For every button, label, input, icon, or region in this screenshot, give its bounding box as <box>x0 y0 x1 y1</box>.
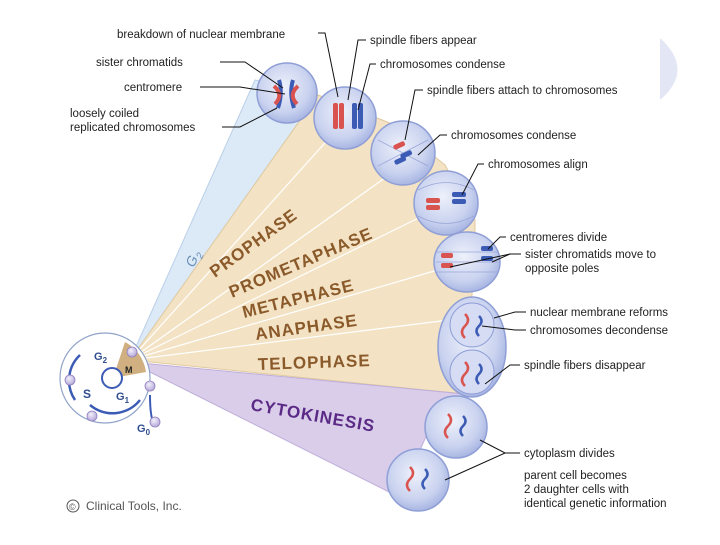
label-spindle-fibers-disappear: spindle fibers disappear <box>524 360 646 372</box>
label-nuclear-membrane-reforms: nuclear membrane reforms <box>530 307 668 319</box>
label-centromere: centromere <box>124 82 182 94</box>
chromosome-red <box>339 103 344 129</box>
telophase-label: TELOPHASE <box>257 351 371 374</box>
leader-line <box>461 163 484 196</box>
chromosome-red <box>290 84 300 106</box>
label-breakdown-nuclear-membrane: breakdown of nuclear membrane <box>117 29 285 41</box>
credit-text: Clinical Tools, Inc. <box>86 499 182 513</box>
leader-line <box>484 364 520 385</box>
chromosome-red <box>272 84 282 106</box>
cell-prometaphase <box>313 86 377 150</box>
leader-line <box>444 452 520 481</box>
label-spindle-fibers-attach: spindle fibers attach to chromosomes <box>427 85 618 97</box>
label-parent-cell-2: 2 daughter cells with <box>524 484 629 496</box>
leader-line <box>417 134 447 156</box>
wedge-divider-5 <box>129 317 466 361</box>
label-centromeres-divide: centromeres divide <box>510 232 607 244</box>
chromosome-blue <box>352 103 357 129</box>
label-parent-cell-1: parent cell becomes <box>524 470 627 482</box>
copyright-symbol: © <box>69 502 76 512</box>
cycle-m-label: M <box>125 365 133 375</box>
label-chromosomes-align: chromosomes align <box>488 159 588 171</box>
label-sister-move-2: opposite poles <box>525 263 599 275</box>
daughter-cell-1 <box>424 395 488 459</box>
leader-line <box>481 325 526 331</box>
wedge-divider-1 <box>129 114 351 361</box>
leader-line <box>347 39 366 101</box>
wedge-divider-2 <box>129 159 411 361</box>
background-shape <box>660 38 678 100</box>
leader-line <box>200 86 286 95</box>
daughter-cell-2 <box>386 448 450 512</box>
leader-line <box>449 253 521 268</box>
leader-line <box>479 439 520 454</box>
g2-phase-label: G2 <box>182 247 207 270</box>
cycle-s-label: S <box>83 387 91 401</box>
label-chromosomes-condense-2: chromosomes condense <box>451 130 576 142</box>
leader-line <box>222 107 278 128</box>
chromosome-blue <box>358 103 363 129</box>
wedge-divider-3 <box>129 204 446 361</box>
leader-line <box>357 63 376 111</box>
cell-cycle-diagram: G2 S G1 G0 M <box>59 332 161 437</box>
leader-line <box>318 32 339 98</box>
cell-prometaphase-2 <box>370 120 436 186</box>
cycle-g2-label: G2 <box>94 351 108 365</box>
label-spindle-fibers-appear: spindle fibers appear <box>370 35 477 47</box>
label-chromosomes-decondense: chromosomes decondense <box>530 325 668 337</box>
cycle-g1-label: G1 <box>116 391 130 405</box>
leader-line <box>404 89 423 141</box>
leader-line <box>493 311 526 319</box>
label-chromosomes-condense-1: chromosomes condense <box>380 59 505 71</box>
leader-line <box>487 236 506 250</box>
wedge-divider-4 <box>129 261 466 361</box>
label-parent-cell-3: identical genetic information <box>524 498 667 510</box>
leader-line <box>220 61 284 89</box>
label-cytoplasm-divides: cytoplasm divides <box>524 448 615 460</box>
label-loosely-coiled-2: replicated chromosomes <box>70 122 196 134</box>
chromosome-red <box>333 103 338 129</box>
label-loosely-coiled-1: loosely coiled <box>70 108 139 120</box>
cycle-g0-label: G0 <box>137 423 151 437</box>
label-sister-chromatids: sister chromatids <box>96 57 183 69</box>
copyright-icon <box>66 499 80 513</box>
cell-metaphase <box>413 170 479 236</box>
cell-anaphase <box>433 231 501 293</box>
cell-telophase <box>437 296 507 398</box>
label-sister-move-1: sister chromatids move to <box>525 249 656 261</box>
